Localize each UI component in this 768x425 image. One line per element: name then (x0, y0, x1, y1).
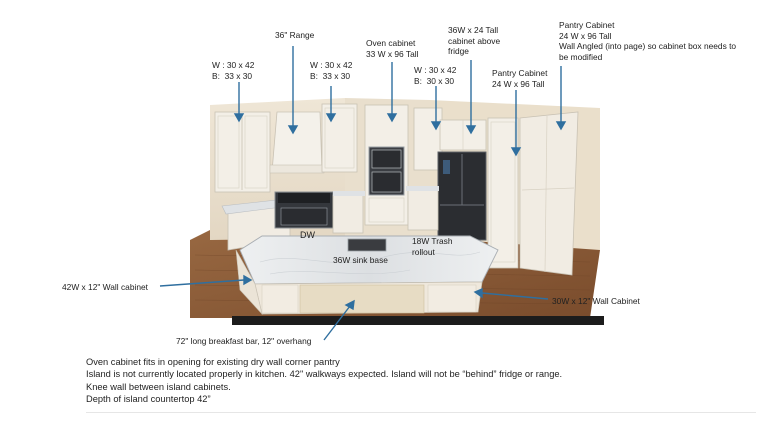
pantry-cabinet-angled (519, 111, 579, 276)
upper-cabinet-left (214, 111, 271, 193)
upper-cabinet-right (413, 107, 443, 171)
base-cabinet-right (407, 189, 439, 231)
dw-label: DW (300, 230, 315, 240)
base-cabinet-middle (332, 194, 364, 234)
wall-middle-label: W : 30 x 42 B: 33 x 30 (310, 60, 353, 81)
note-line: Depth of island countertop 42” (86, 394, 211, 405)
trash-rollout-label: 18W Trash rollout (412, 236, 453, 257)
island-sink (347, 238, 387, 252)
notes-block: Oven cabinet fits in opening for existin… (86, 356, 562, 406)
breakfast-bar-label: 72" long breakfast bar, 12" overhang (176, 336, 312, 346)
divider (86, 412, 756, 413)
wall-right-label: W : 30 x 42 B: 30 x 30 (414, 65, 457, 86)
range-hood (271, 111, 323, 173)
pantry-angled-label: Pantry Cabinet 24 W x 96 Tall Wall Angle… (559, 20, 737, 62)
oven-cabinet-label: Oven cabinet 33 W x 96 Tall (366, 38, 419, 59)
note-line: Island is not currently located properly… (86, 369, 563, 380)
knee-wall (299, 284, 425, 314)
note-line: Oven cabinet fits in opening for existin… (86, 357, 340, 367)
wall-cabinet-30-label: 30W x 12" Wall Cabinet (552, 296, 640, 306)
cabinet-above-fridge-label: 36W x 24 Tall cabinet above fridge (448, 25, 501, 56)
sink-base-label: 36W sink base (333, 255, 388, 265)
pantry-cabinet-label: Pantry Cabinet 24 W x 96 Tall (492, 68, 548, 89)
pantry-cabinet (487, 117, 519, 269)
wall-cabinet-42-label: 42W x 12" Wall cabinet (62, 282, 148, 292)
floor-baseline (232, 316, 604, 325)
note-line: Knee wall between island cabinets. (86, 381, 231, 392)
range-label: 36" Range (275, 30, 315, 40)
wall-left-label: W : 30 x 42 B: 33 x 30 (212, 60, 255, 81)
